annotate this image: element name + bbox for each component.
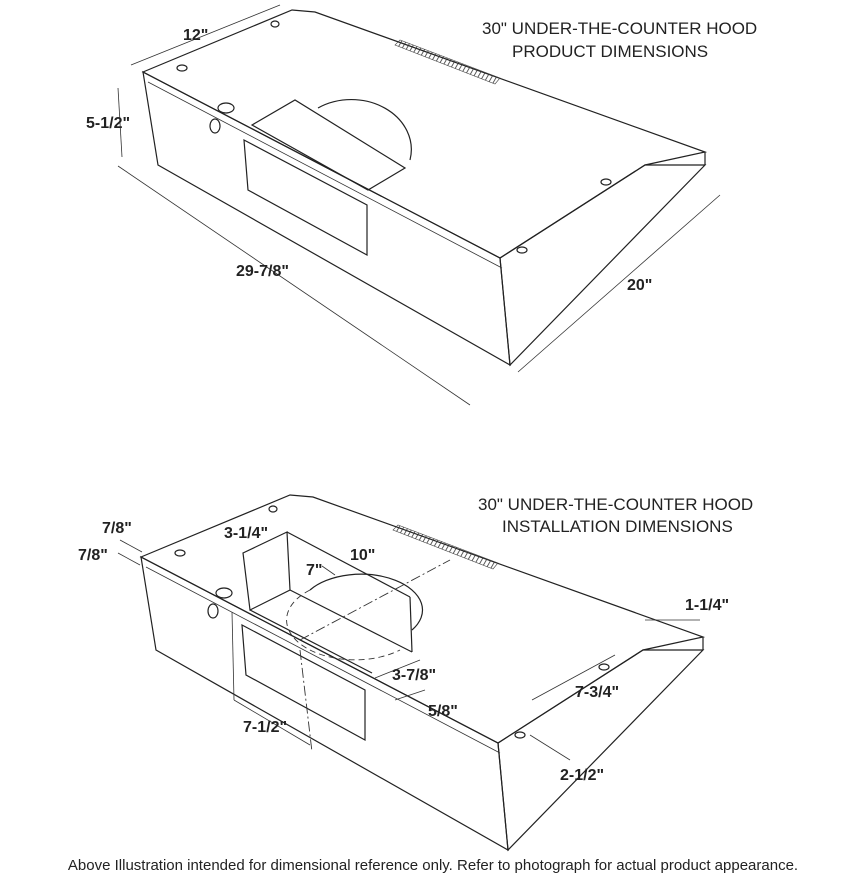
dim-slot-spacing: 7-3/4" (575, 684, 619, 701)
dim-width: 29-7/8" (236, 263, 289, 280)
dim-duct-depth: 3-1/4" (224, 525, 268, 542)
dim-side: 20" (627, 277, 652, 294)
install-title-2: INSTALLATION DIMENSIONS (502, 517, 733, 536)
dim-depth: 12" (183, 27, 208, 44)
dim-knockout-w: 7/8" (102, 520, 132, 537)
dim-slot-edge: 2-1/2" (560, 767, 604, 784)
product-drawing (117, 4, 721, 406)
dim-chamfer: 1-1/4" (685, 597, 729, 614)
product-title-1: 30" UNDER-THE-COUNTER HOOD (482, 19, 757, 38)
install-title-1: 30" UNDER-THE-COUNTER HOOD (478, 495, 753, 514)
dim-lip: 5/8" (428, 703, 458, 720)
dim-center: 7-1/2" (243, 719, 287, 736)
dim-round-duct: 7" (306, 562, 322, 579)
dim-height: 5-1/2" (86, 115, 130, 132)
dim-knockout-h: 7/8" (78, 547, 108, 564)
installation-drawing (117, 494, 704, 851)
dim-duct-front: 3-7/8" (392, 667, 436, 684)
product-title-2: PRODUCT DIMENSIONS (512, 42, 708, 61)
footnote: Above Illustration intended for dimensio… (67, 857, 799, 874)
dim-duct-width: 10" (350, 547, 375, 564)
